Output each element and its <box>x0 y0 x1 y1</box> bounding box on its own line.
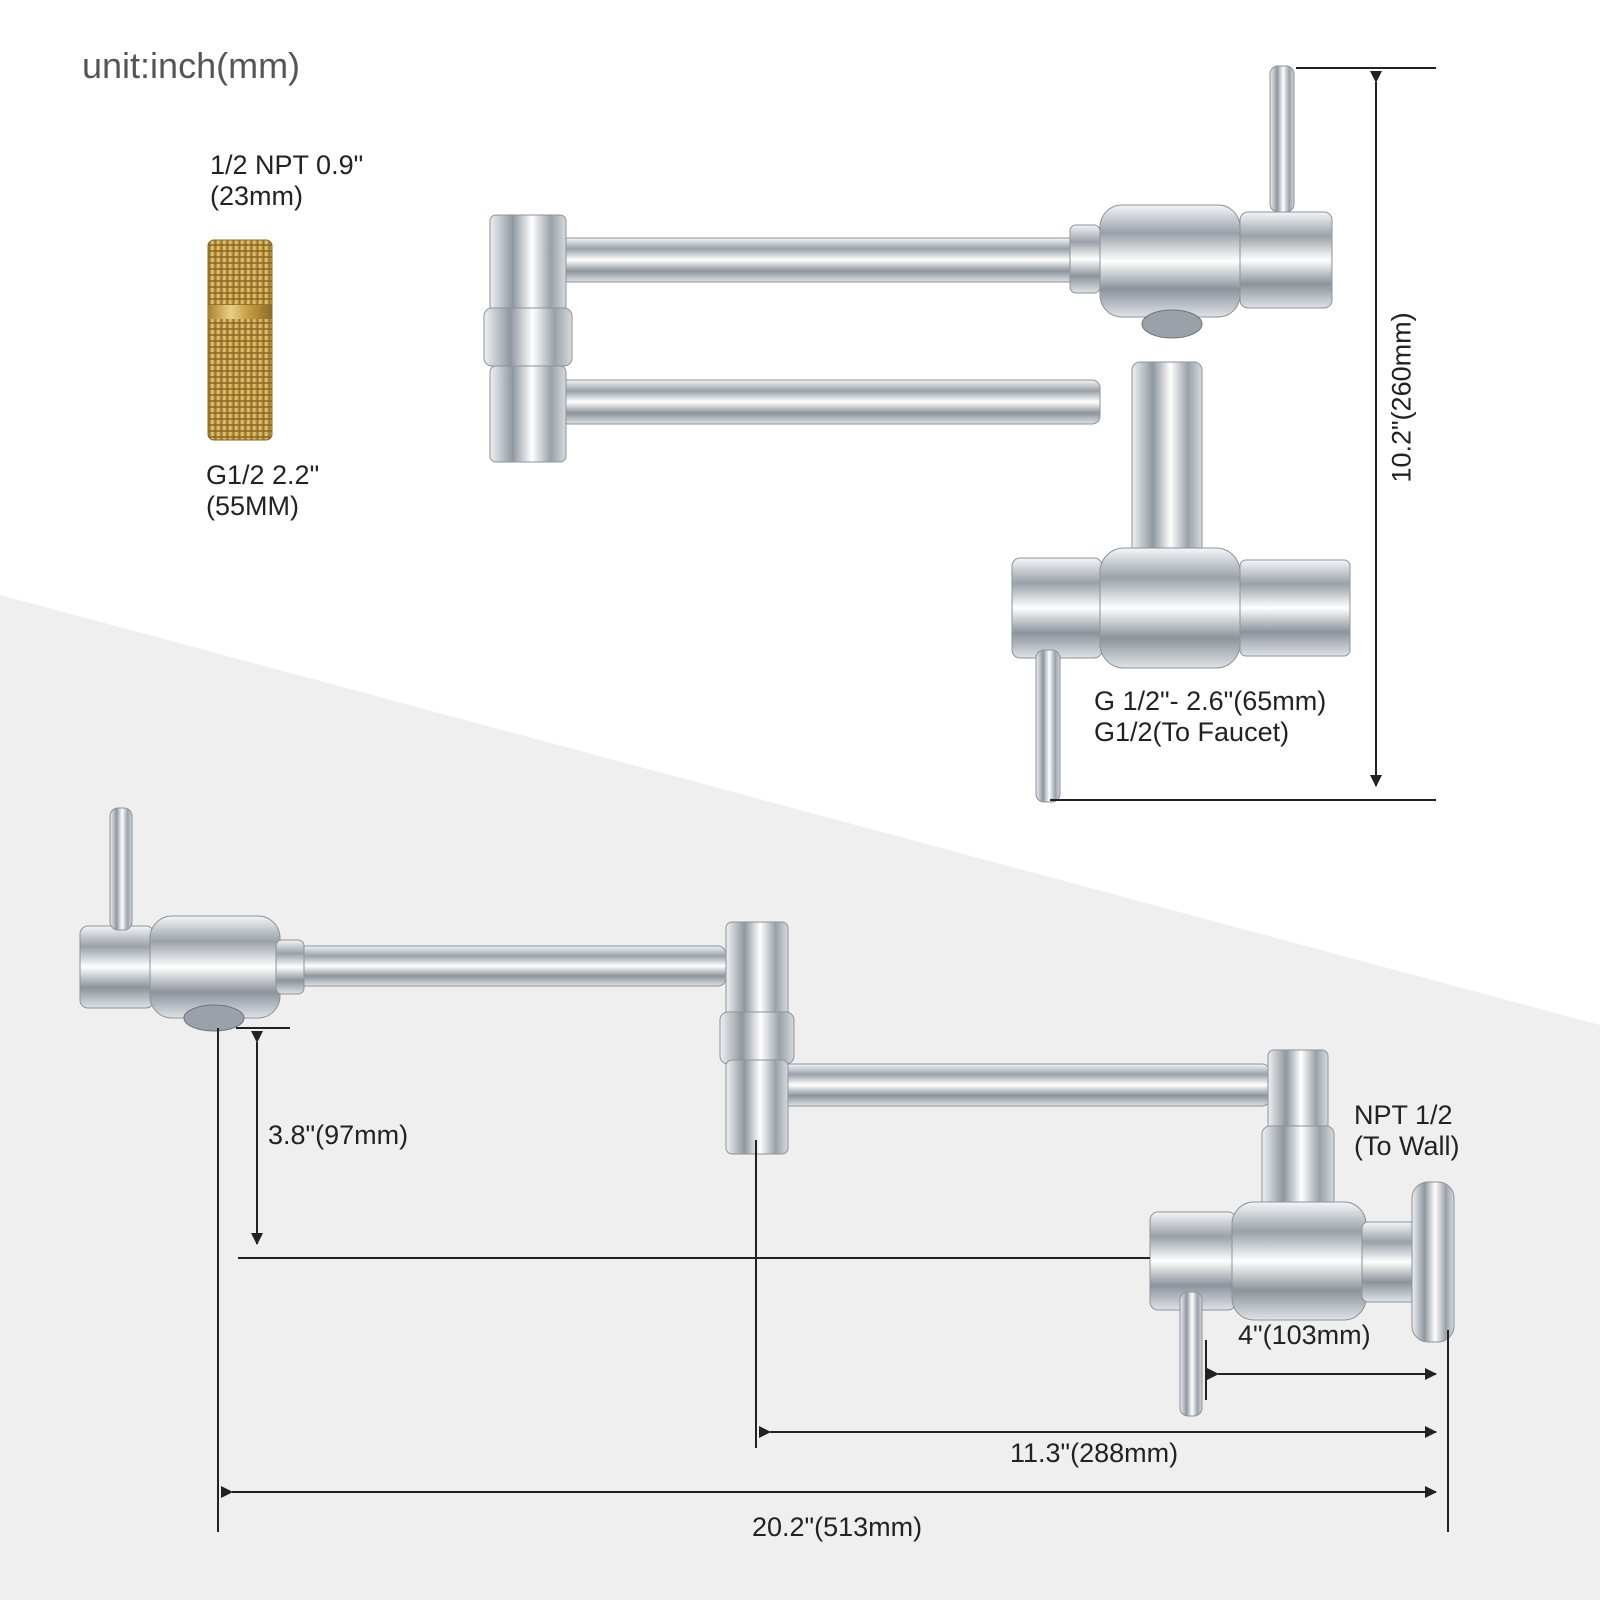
folded-faucet <box>483 65 1351 803</box>
outlet-line1: G 1/2"- 2.6"(65mm) <box>1094 686 1327 716</box>
drop-dimension: 3.8"(97mm) <box>268 1120 409 1150</box>
nipple-g-label: G1/2 2.2" (55MM) <box>206 460 319 522</box>
folded-height-dimension: 10.2"(260mm) <box>1386 312 1417 483</box>
nipple-npt-line1: 1/2 NPT 0.9" <box>210 150 364 180</box>
brass-nipple <box>207 239 273 441</box>
unit-label: unit:inch(mm) <box>82 45 301 86</box>
wall-connection-label: NPT 1/2 (To Wall) <box>1354 1100 1460 1162</box>
nipple-npt-line2: (23mm) <box>210 181 303 211</box>
dimension-lines <box>217 67 1449 1532</box>
flange-dimension: 4"(103mm) <box>1238 1320 1371 1350</box>
nipple-npt-label: 1/2 NPT 0.9" (23mm) <box>210 150 363 212</box>
outlet-label: G 1/2"- 2.6"(65mm) G1/2(To Faucet) <box>1094 686 1326 748</box>
wall-line1: NPT 1/2 <box>1354 1100 1453 1130</box>
nipple-g-line1: G1/2 2.2" <box>206 460 320 490</box>
nipple-g-line2: (55MM) <box>206 491 299 521</box>
wall-line2: (To Wall) <box>1354 1131 1460 1161</box>
outlet-line2: G1/2(To Faucet) <box>1094 717 1290 747</box>
mid-dimension: 11.3"(288mm) <box>1010 1438 1179 1468</box>
total-dimension: 20.2"(513mm) <box>752 1512 923 1542</box>
extended-faucet <box>79 807 1455 1417</box>
